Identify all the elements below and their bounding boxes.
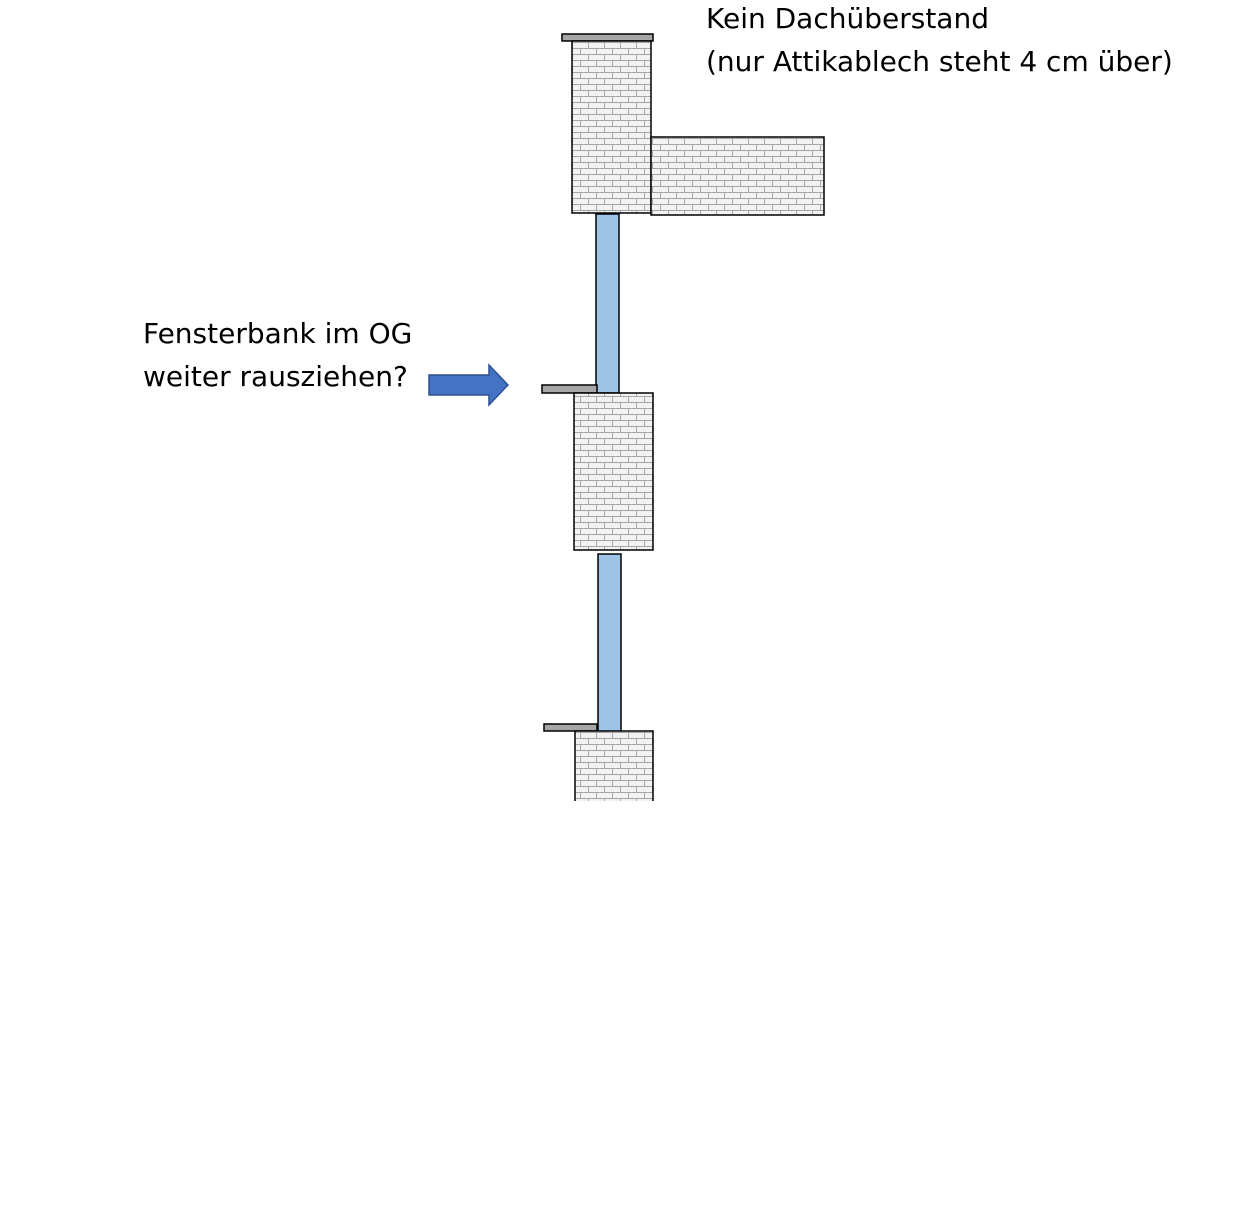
roof-annotation-line-2: (nur Attikablech steht 4 cm über) (706, 45, 1173, 78)
lower-wall-outline (574, 730, 654, 801)
ground-floor-window-sill (543, 723, 598, 732)
roof-slab (650, 136, 825, 216)
upper-floor-window (595, 213, 620, 394)
roof-annotation: Kein Dachüberstand (nur Attikablech steh… (706, 0, 1173, 83)
upper-floor-window-sill (541, 384, 598, 394)
right-arrow-icon (428, 363, 510, 407)
middle-wall (573, 392, 654, 551)
sill-annotation: Fensterbank im OG weiter rausziehen? (143, 312, 412, 398)
roof-annotation-line-1: Kein Dachüberstand (706, 2, 989, 35)
ground-floor-window (597, 553, 622, 733)
parapet-wall (571, 40, 652, 214)
parapet-flashing (561, 33, 654, 42)
sill-annotation-line-1: Fensterbank im OG (143, 317, 413, 350)
lower-wall (575, 731, 653, 801)
sill-annotation-line-2: weiter rausziehen? (143, 360, 408, 393)
